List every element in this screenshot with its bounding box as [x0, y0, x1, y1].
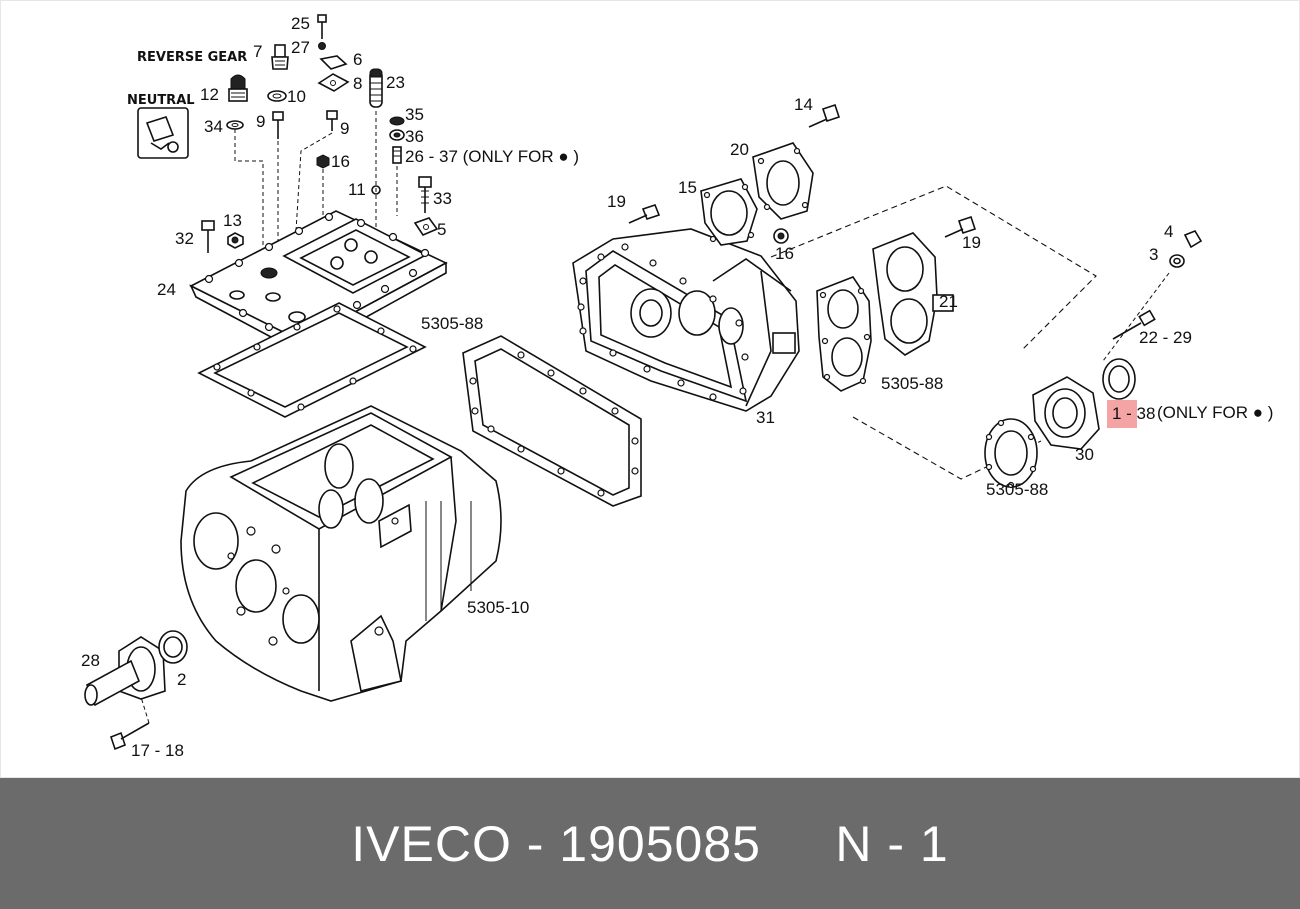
label-14: 14 — [794, 95, 813, 114]
label-28: 28 — [81, 651, 100, 670]
part-2-seal — [158, 630, 188, 664]
part-32-bolt — [201, 220, 215, 253]
label-only-for: (ONLY FOR ● ) — [1157, 403, 1273, 422]
label-5: 5 — [437, 220, 446, 239]
part-25-bolt — [317, 14, 327, 39]
label-17-18: 17 - 18 — [131, 741, 184, 760]
label-7: 7 — [253, 42, 262, 61]
gasket-ring-5305-88 — [984, 418, 1038, 489]
part-34-washer — [226, 120, 244, 130]
label-33: 33 — [433, 189, 452, 208]
neutral-switch-icon — [137, 107, 189, 159]
label-1-38: 1 - 38 — [1112, 404, 1155, 423]
label-11: 11 — [348, 180, 366, 199]
part-17-bolt — [110, 696, 150, 751]
label-26-37: 26 - 37 (ONLY FOR ● ) — [405, 147, 579, 166]
label-23: 23 — [386, 73, 405, 92]
label-13: 13 — [223, 211, 242, 230]
label-22-29: 22 - 29 — [1139, 328, 1192, 347]
label-5305-88-b: 5305-88 — [881, 374, 943, 393]
gasket-double-5305-88 — [816, 276, 872, 392]
part-28-input-shaft-cover — [84, 636, 166, 707]
part-33-bolt — [418, 176, 432, 213]
part-8-plate — [317, 73, 350, 92]
label-20: 20 — [730, 140, 749, 159]
part-number-footer: IVECO - 1905085 N - 1 — [0, 778, 1300, 909]
part-26-plunger — [392, 146, 402, 164]
part-31-rear-housing — [572, 228, 800, 412]
label-31: 31 — [756, 408, 775, 427]
part-16-nut-a — [316, 154, 330, 169]
label-16b: 16 — [775, 244, 794, 263]
part-15-plate — [700, 178, 758, 246]
label-reverse-gear: REVERSE GEAR — [137, 50, 247, 65]
part-14-bolt — [808, 103, 841, 128]
part-number-text: IVECO - 1905085 N - 1 — [351, 815, 949, 872]
part-12-neutral-switch — [228, 74, 248, 102]
dashed-assembly-box — [770, 185, 1097, 352]
label-6: 6 — [353, 50, 362, 69]
label-neutral: NEUTRAL — [127, 93, 195, 108]
label-15: 15 — [678, 178, 697, 197]
part-21-double-cover — [872, 232, 954, 356]
label-19a: 19 — [607, 192, 626, 211]
part-1-oil-seal — [1102, 358, 1136, 400]
label-25: 25 — [291, 14, 310, 33]
part-16-nut-b — [773, 228, 789, 244]
part-23-spring — [369, 68, 383, 108]
label-8: 8 — [353, 74, 362, 93]
part-3-oring — [1169, 254, 1185, 268]
label-3: 3 — [1149, 245, 1158, 264]
label-5305-88-a: 5305-88 — [421, 314, 483, 333]
label-9b: 9 — [340, 119, 349, 138]
part-27-ball — [318, 42, 326, 50]
label-4: 4 — [1164, 222, 1173, 241]
exploded-parts-diagram: REVERSE GEAR NEUTRAL 25 27 7 6 8 23 12 1… — [0, 0, 1300, 778]
label-19b: 19 — [962, 233, 981, 252]
label-16a: 16 — [331, 152, 350, 171]
part-30-flange — [1032, 376, 1100, 450]
label-36: 36 — [405, 127, 424, 146]
part-6-cover-plate — [319, 55, 348, 70]
part-19-bolt-a — [628, 204, 661, 224]
label-30: 30 — [1075, 445, 1094, 464]
part-5-clip — [413, 217, 439, 236]
label-12: 12 — [200, 85, 219, 104]
part-35-36-seals — [389, 116, 405, 141]
label-5305-10: 5305-10 — [467, 598, 529, 617]
label-2: 2 — [177, 670, 186, 689]
label-5305-88-c: 5305-88 — [986, 480, 1048, 499]
label-10: 10 — [287, 87, 306, 106]
label-34: 34 — [204, 117, 223, 136]
label-24: 24 — [157, 280, 176, 299]
gasket-top — [197, 302, 427, 418]
part-19-bolt-b — [944, 215, 977, 238]
part-7-reverse-switch — [271, 44, 289, 70]
label-35: 35 — [405, 105, 424, 124]
highlight-box — [1107, 400, 1137, 428]
label-9a: 9 — [256, 112, 265, 131]
part-9-bolt-a — [272, 111, 284, 139]
label-21: 21 — [939, 292, 958, 311]
part-13-nut — [227, 232, 244, 249]
label-32: 32 — [175, 229, 194, 248]
part-4-cap — [1183, 230, 1203, 249]
part-22-bolt — [1112, 309, 1156, 340]
main-gearbox-housing — [180, 405, 502, 702]
gasket-middle — [462, 335, 642, 507]
part-20-cover — [752, 142, 814, 220]
part-9-bolt-b — [326, 110, 338, 131]
label-27: 27 — [291, 38, 310, 57]
part-10-washer — [267, 90, 287, 102]
